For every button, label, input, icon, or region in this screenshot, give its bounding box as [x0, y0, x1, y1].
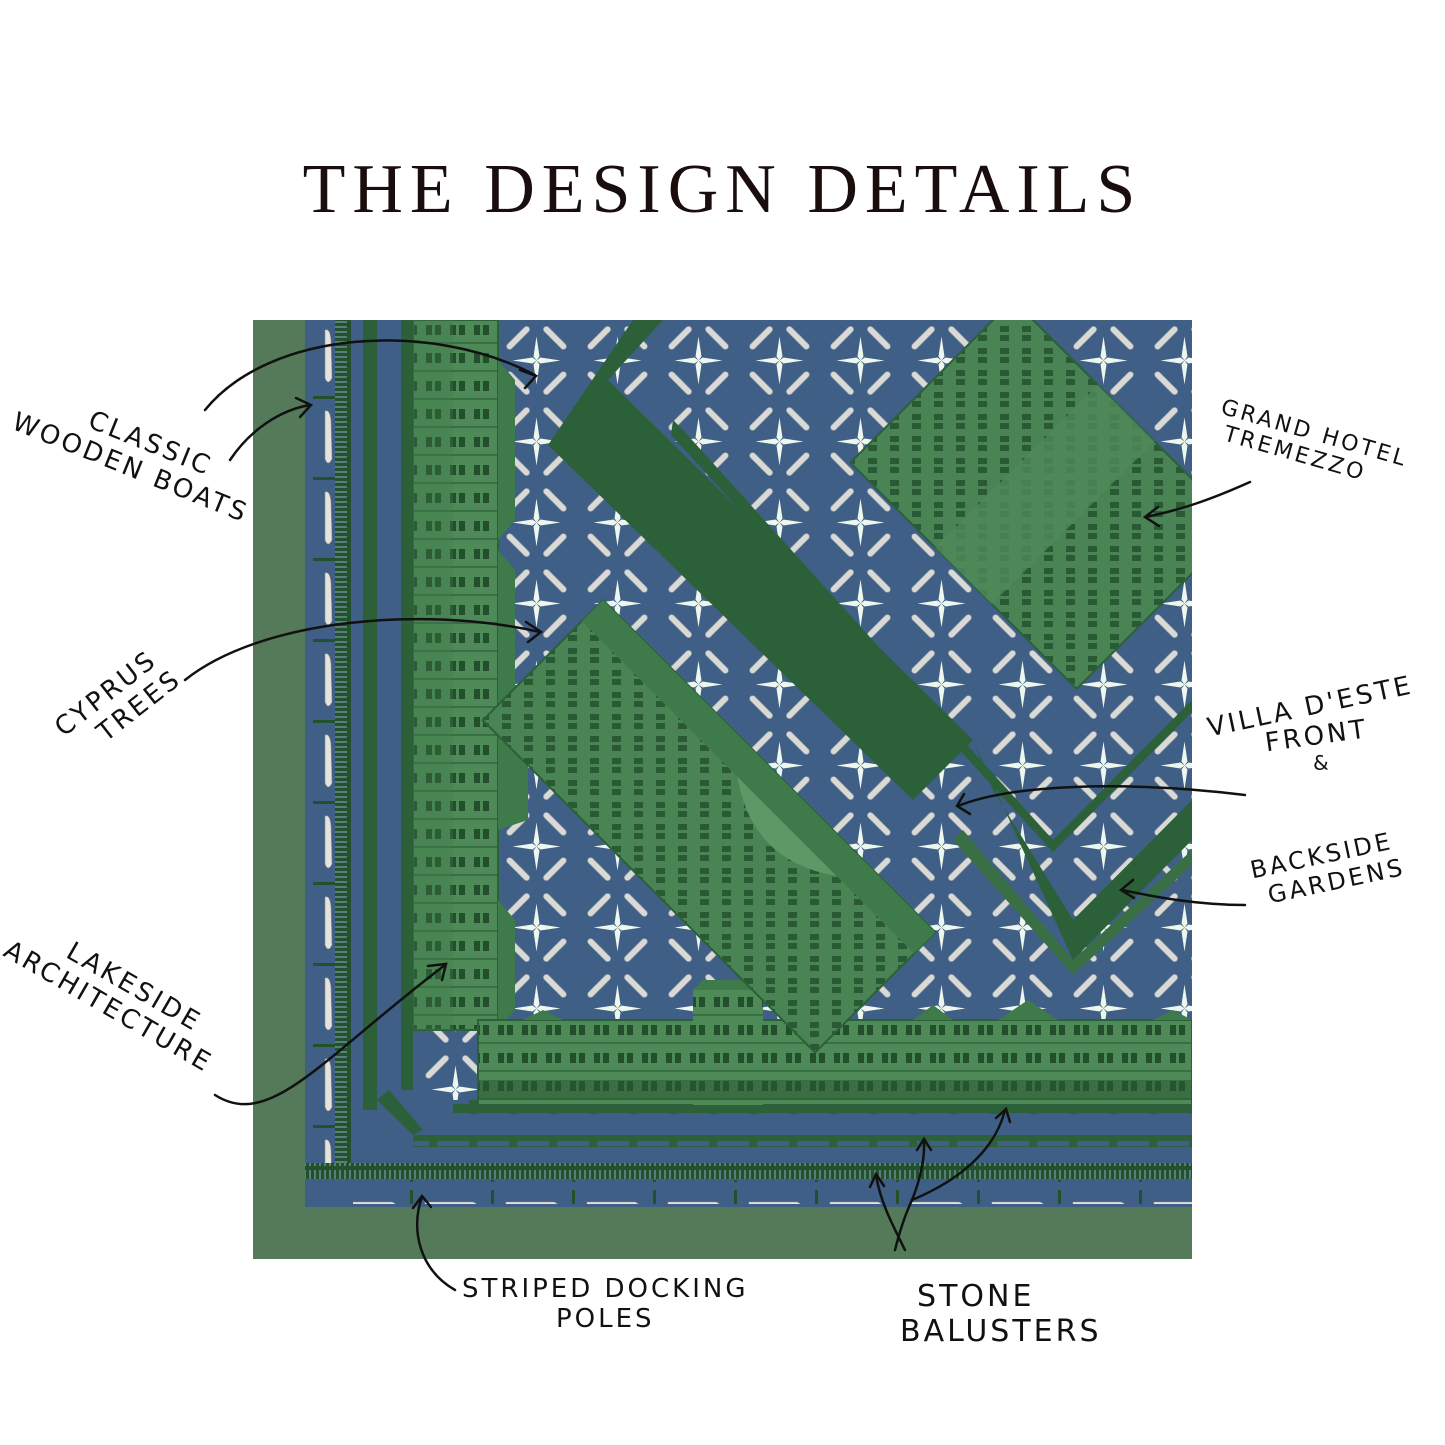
label-lakeside-architecture: LAKESIDE ARCHITECTURE: [0, 910, 232, 1080]
label-grand-hotel-tremezzo: GRAND HOTEL TREMEZZO: [1211, 395, 1411, 497]
scarf-illustration: [253, 320, 1192, 1259]
label-cyprus-trees: CYPRUS TREES: [49, 641, 188, 767]
label-classic-wooden-boats: CLASSIC WOODEN BOATS: [8, 380, 264, 530]
label-villa-deste: VILLA D'ESTE FRONT &: [1205, 670, 1427, 796]
label-line: STRIPED DOCKING: [462, 1274, 749, 1304]
label-line: BALUSTERS: [900, 1313, 1102, 1349]
label-striped-docking-poles: STRIPED DOCKING POLES: [462, 1274, 749, 1335]
label-stone-balusters: STONE BALUSTERS: [900, 1279, 1102, 1349]
page-title: THE DESIGN DETAILS: [302, 151, 1143, 228]
label-backside-gardens: BACKSIDE GARDENS: [1248, 826, 1408, 911]
label-line: STONE: [917, 1279, 1035, 1314]
label-line: POLES: [555, 1303, 655, 1334]
